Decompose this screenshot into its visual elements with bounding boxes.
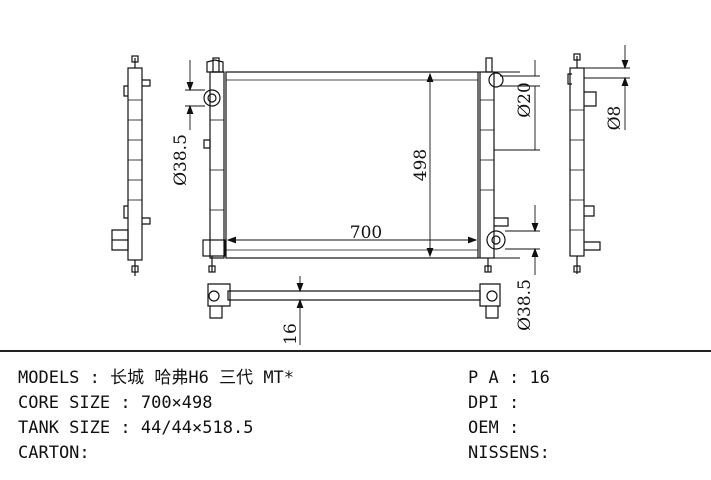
spec-dpi: DPI : (468, 393, 530, 413)
spec-pa: P A : 16 (468, 368, 550, 388)
dim-pipe8-label: Ø8 (605, 106, 625, 131)
spec-nissens: NISSENS: (468, 443, 550, 463)
spec-models-label: MODELS (18, 368, 80, 388)
dim-core-width-lines (226, 236, 478, 244)
dim-inlet-lines (185, 60, 205, 130)
dim-pipe8-lines (584, 45, 630, 130)
spec-models-value: 长城 哈弗H6 三代 MT* (110, 368, 295, 388)
dim-pipe20-label: Ø20 (515, 82, 535, 118)
dim-outlet-diameter-label: Ø38.5 (515, 279, 535, 331)
spec-list-right: P A : 16 DPI : OEM : NISSENS: (468, 366, 550, 466)
spec-core-size-value: 700×498 (140, 393, 213, 413)
section-divider (0, 350, 711, 352)
spec-tank-size: TANK SIZE : 44/44×518.5 (18, 418, 254, 438)
technical-drawing: 700 498 Ø38.5 Ø20 Ø38.5 Ø8 16 (111, 45, 630, 345)
left-side-view (111, 55, 151, 276)
radiator-drawing-svg: 700 498 Ø38.5 Ø20 Ø38.5 Ø8 16 (111, 45, 630, 345)
front-view (202, 57, 509, 273)
dim-thickness-label: 16 (281, 323, 301, 345)
spec-core-size-label: CORE SIZE (18, 393, 111, 413)
bottom-view (207, 283, 501, 319)
spec-tank-size-value: 44/44×518.5 (140, 418, 254, 438)
spec-oem-label: OEM (468, 418, 499, 438)
spec-list-left: MODELS : 长城 哈弗H6 三代 MT* CORE SIZE : 700×… (18, 366, 294, 466)
dim-inlet-diameter-label: Ø38.5 (171, 134, 191, 186)
spec-pa-value: 16 (529, 368, 550, 388)
spec-carton-label: CARTON (18, 443, 80, 463)
dim-outlet-lines (505, 205, 540, 275)
spec-oem: OEM : (468, 418, 530, 438)
spec-pa-label: P A (468, 368, 499, 388)
spec-tank-size-label: TANK SIZE (18, 418, 111, 438)
right-side-view (567, 53, 601, 274)
spec-nissens-label: NISSENS (468, 443, 540, 463)
spec-dpi-label: DPI (468, 393, 499, 413)
dim-core-height-label: 498 (411, 149, 431, 181)
spec-models: MODELS : 长城 哈弗H6 三代 MT* (18, 368, 295, 388)
spec-core-size: CORE SIZE : 700×498 (18, 393, 213, 413)
dim-thickness-lines (296, 276, 304, 345)
dim-core-height-lines (426, 71, 520, 259)
dim-core-width-label: 700 (350, 223, 382, 243)
spec-carton: CARTON: (18, 443, 90, 463)
dim-pipe20-lines (494, 60, 540, 151)
